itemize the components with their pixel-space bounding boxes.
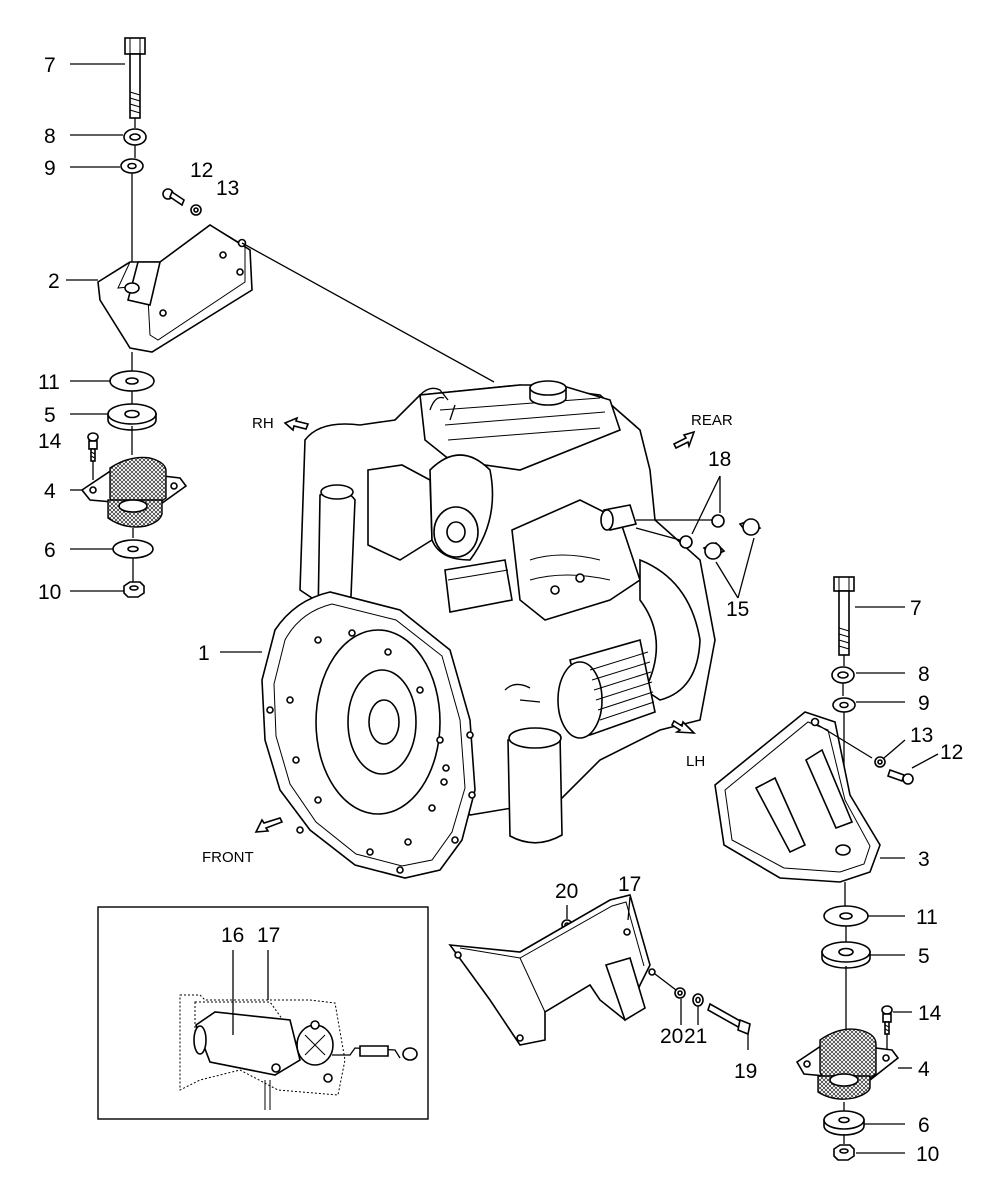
bolt-7-left — [124, 37, 146, 119]
label-rear: REAR — [691, 412, 733, 429]
nut-10-right — [833, 1144, 855, 1161]
bolt-7-right — [833, 576, 855, 656]
callout-20-bottom: 20 — [660, 1025, 683, 1048]
nut-10-left — [123, 581, 145, 598]
callout-8-right: 8 — [918, 663, 930, 686]
callout-2: 2 — [48, 270, 60, 293]
right-mount-stack — [714, 576, 914, 1161]
rubber-mount-4-right — [795, 1028, 900, 1100]
washer-11-right — [823, 905, 869, 927]
washer-21 — [692, 993, 704, 1007]
callout-5-left: 5 — [44, 404, 56, 427]
washer-20-bottom — [674, 987, 686, 999]
flat-washer-9-right — [832, 697, 856, 713]
bolt-14-right — [881, 1005, 893, 1035]
spacer-5-left — [107, 403, 157, 431]
oil-filter — [507, 727, 563, 844]
direction-labels: RH REAR LH FRONT — [202, 412, 733, 866]
callout-4-right: 4 — [918, 1058, 930, 1081]
callout-11-right: 11 — [916, 906, 938, 929]
flat-washer-9-left — [120, 158, 144, 174]
callout-6-left: 6 — [44, 539, 56, 562]
callout-numbers: 7 8 9 12 13 2 11 5 14 4 6 10 1 18 15 7 8… — [38, 54, 963, 1166]
leader-lines — [66, 63, 939, 1154]
callout-12-left: 12 — [190, 159, 213, 182]
callout-18: 18 — [708, 448, 731, 471]
callout-14-left: 14 — [38, 430, 62, 453]
bracket-2-leader — [241, 242, 495, 383]
callout-19: 19 — [734, 1060, 757, 1083]
callout-10-left: 10 — [38, 581, 61, 604]
left-mount-stack — [80, 37, 495, 598]
callout-4-left: 4 — [44, 480, 56, 503]
callout-13-right: 13 — [910, 724, 933, 747]
lock-washer-8-left — [123, 128, 147, 146]
arrow-front-icon — [254, 817, 284, 833]
bolt-12-left — [162, 188, 185, 207]
air-filter — [557, 638, 656, 739]
callout-1: 1 — [198, 642, 210, 665]
bolt-14-left — [87, 432, 99, 462]
actuator-16 — [193, 1011, 334, 1083]
callout-8-left: 8 — [44, 125, 56, 148]
callout-12-right: 12 — [940, 741, 963, 764]
label-lh: LH — [686, 753, 705, 770]
callout-20-top: 20 — [555, 880, 578, 903]
callout-7-right: 7 — [910, 597, 922, 620]
washer-13-right — [874, 756, 886, 768]
callout-11-left: 11 — [38, 371, 60, 394]
callout-9-left: 9 — [44, 157, 56, 180]
callout-13-left: 13 — [216, 177, 239, 200]
label-rh: RH — [252, 415, 274, 432]
callout-5-right: 5 — [918, 945, 930, 968]
callout-10-right: 10 — [916, 1143, 939, 1166]
washer-11-left — [109, 370, 155, 392]
callout-16: 16 — [221, 924, 244, 947]
callout-14-right: 14 — [918, 1002, 942, 1025]
bolt-19 — [707, 1002, 751, 1036]
rubber-mount-4-left — [80, 456, 188, 528]
bracket-2-left — [97, 224, 253, 353]
label-front: FRONT — [202, 849, 254, 866]
washer-6-left — [112, 539, 154, 559]
direction-arrows — [254, 416, 697, 833]
callout-9-right: 9 — [918, 692, 930, 715]
callout-6-right: 6 — [918, 1114, 930, 1137]
callout-3: 3 — [918, 848, 930, 871]
callout-21: 21 — [684, 1025, 707, 1048]
arrow-lh-icon — [670, 719, 697, 734]
callout-17: 17 — [618, 873, 641, 896]
spacer-5-right — [821, 941, 871, 969]
bolt-12-right — [886, 768, 914, 785]
flywheel-housing — [261, 591, 476, 879]
washer-13-left — [190, 204, 202, 216]
oil-filler-cap — [529, 380, 567, 406]
inset-detail-box — [97, 906, 429, 1120]
arrow-rh-icon — [283, 416, 310, 432]
callout-15: 15 — [726, 598, 749, 621]
bracket-17-assembly — [448, 894, 751, 1046]
lock-washer-8-right — [831, 666, 855, 684]
plugs-15-18 — [600, 475, 762, 599]
engine-assembly-1 — [261, 380, 716, 879]
bracket-3-right — [714, 711, 881, 883]
washer-6-right — [823, 1110, 865, 1136]
callout-7-left: 7 — [44, 54, 56, 77]
callout-17-inset: 17 — [257, 924, 280, 947]
arrow-rear-icon — [672, 430, 696, 450]
